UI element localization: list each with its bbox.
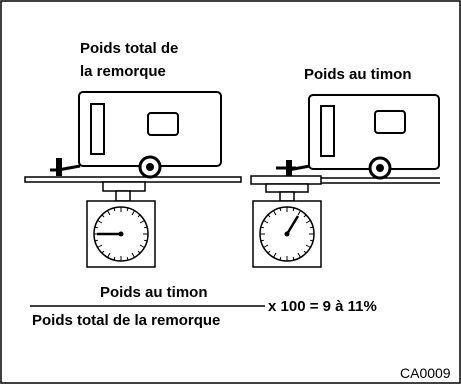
dial-tick [139,244,145,248]
dial-tick [303,214,307,218]
dial-tick [126,257,129,261]
dial-tick [137,250,141,254]
dial-tick [137,214,141,218]
dial-tick [273,252,277,258]
dial-tick [101,214,105,218]
dial-tick [260,226,264,229]
left-trailer-window [147,112,179,136]
dial-tick [305,220,311,224]
right-trailer-door [320,105,335,157]
dial-tick [126,207,129,211]
dial-tick [267,250,271,254]
label-tongue-weight: Poids au timon [304,66,412,83]
dial-tick [94,226,98,229]
dial-tick [263,244,269,248]
left-trailer-illustration [24,91,242,268]
label-total-weight-line1: Poids total de [80,40,179,57]
formula-numerator: Poids au timon [100,284,208,301]
formula-denominator: Poids total de la remorque [32,312,221,329]
dial-tick [305,244,311,248]
dial-tick [297,252,301,258]
dial-tick [131,210,135,216]
dial-tick [279,257,282,261]
dial-tick [310,226,314,229]
dial-tick [144,226,148,229]
dial-tick [94,239,98,242]
dial-tick [97,244,103,248]
dial-tick [297,210,301,216]
right-platform [250,175,322,185]
right-scale-needle [285,215,300,235]
right-trailer-window [374,110,406,134]
dial-tick [303,250,307,254]
dial-tick [292,257,295,261]
right-trailer-illustration [250,94,440,268]
dial-tick [101,250,105,254]
dial-tick [107,210,111,216]
dial-tick [273,210,277,216]
dial-tick [263,220,269,224]
dial-tick [113,207,116,211]
dial-tick [139,220,145,224]
left-trailer-door [90,103,105,155]
dial-tick [113,257,116,261]
dial-tick [260,239,264,242]
left-jack [56,158,62,176]
formula-result: x 100 = 9 à 11% [268,298,377,315]
dial-tick [292,207,295,211]
figure-code: CA0009 [400,365,451,381]
dial-tick [97,220,103,224]
dial-tick [144,239,148,242]
dial-tick [267,214,271,218]
label-total-weight-line2: la remorque [80,63,166,80]
dial-tick [107,252,111,258]
dial-tick [131,252,135,258]
dial-tick [279,207,282,211]
dial-tick [310,239,314,242]
